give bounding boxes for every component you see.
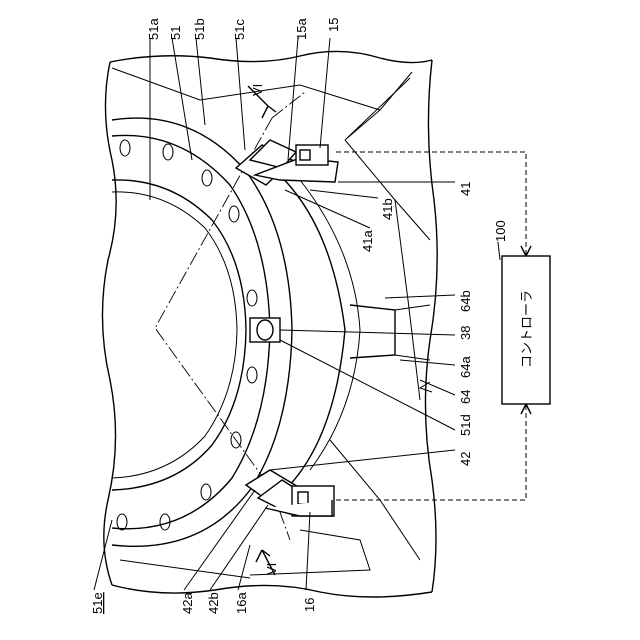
label-51b: 51b — [192, 18, 207, 40]
label-15: 15 — [326, 18, 341, 32]
label-51: 51 — [168, 26, 183, 40]
label-42b: 42b — [206, 592, 221, 614]
port-38 — [250, 318, 280, 342]
vi-top-label: VI — [250, 84, 265, 96]
label-100: 100 — [493, 220, 508, 242]
label-41a: 41a — [360, 230, 375, 252]
label-42: 42 — [458, 452, 473, 466]
vi-section-marker-bottom: VI — [256, 550, 279, 575]
label-38: 38 — [458, 326, 473, 340]
label-41: 41 — [458, 182, 473, 196]
vi-bottom-label: VI — [264, 563, 279, 575]
controller-box: コントローラ — [502, 256, 550, 404]
label-64a: 64a — [458, 356, 473, 378]
label-41b: 41b — [380, 198, 395, 220]
sensor-42 — [246, 470, 334, 516]
label-16: 16 — [302, 598, 317, 612]
label-15a: 15a — [294, 18, 309, 40]
label-51d: 51d — [458, 414, 473, 436]
label-64b: 64b — [458, 290, 473, 312]
reference-labels: 51a 51 51b 51c 15a 15 41 41b 41a 100 64b… — [90, 18, 508, 614]
label-51c: 51c — [232, 19, 247, 40]
controller-label: コントローラ — [520, 290, 535, 368]
label-16a: 16a — [234, 592, 249, 614]
label-42a: 42a — [180, 592, 195, 614]
label-51e: 51e — [90, 592, 105, 614]
label-64: 64 — [458, 390, 473, 404]
label-51a: 51a — [146, 18, 161, 40]
